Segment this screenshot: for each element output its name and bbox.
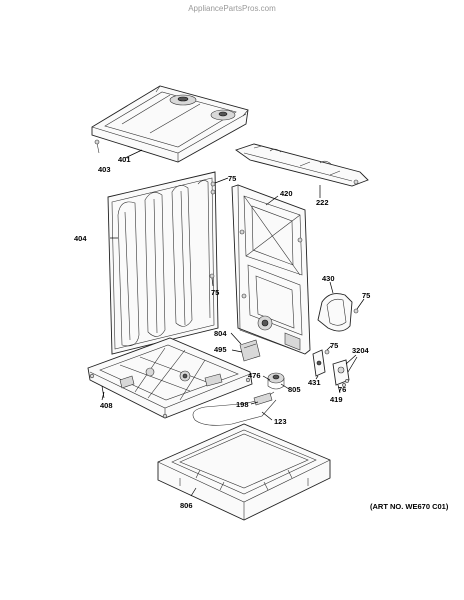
switch-431 [312, 349, 326, 380]
label-408: 408 [100, 401, 113, 410]
label-222: 222 [316, 198, 329, 207]
label-75-mid: 75 [211, 288, 219, 297]
watermark: AppliancePartsPros.com [188, 4, 276, 13]
screw-75-lower [324, 345, 332, 355]
thermostat-3204 [332, 354, 358, 394]
wire-harness-123 [192, 391, 277, 426]
label-75-right: 75 [362, 291, 370, 300]
screws-76 [342, 379, 349, 387]
label-403: 403 [98, 165, 111, 174]
label-804: 804 [214, 329, 227, 338]
label-476: 476 [248, 371, 261, 380]
label-431: 431 [308, 378, 321, 387]
label-3204: 3204 [352, 346, 370, 355]
label-75-top: 75 [228, 174, 236, 183]
motor-805 [262, 372, 290, 390]
screw-403 [94, 139, 100, 154]
art-number: (ART NO. WE670 C01) [370, 502, 449, 511]
label-75-lower: 75 [330, 341, 338, 350]
screw-75-right [353, 298, 365, 314]
label-420: 420 [280, 189, 293, 198]
label-495: 495 [214, 345, 227, 354]
top-panel-401 [91, 85, 249, 163]
label-419: 419 [330, 395, 343, 404]
side-panel-404 [107, 171, 219, 355]
label-198: 198 [236, 400, 249, 409]
label-76: 76 [338, 385, 346, 394]
base-408 [87, 337, 253, 419]
label-805: 805 [288, 385, 301, 394]
bracket-430 [317, 281, 353, 332]
screws-75-top [210, 177, 229, 195]
duct-804 [230, 332, 261, 362]
top-brace-222 [235, 143, 369, 187]
label-806: 806 [180, 501, 193, 510]
label-404: 404 [74, 234, 87, 243]
screw-75-mid [209, 273, 215, 287]
label-430: 430 [322, 274, 335, 283]
leg-frame-806 [157, 423, 331, 521]
leader-lines [101, 149, 321, 401]
label-123: 123 [274, 417, 287, 426]
label-401: 401 [118, 155, 131, 164]
rear-panel-420 [231, 184, 311, 355]
